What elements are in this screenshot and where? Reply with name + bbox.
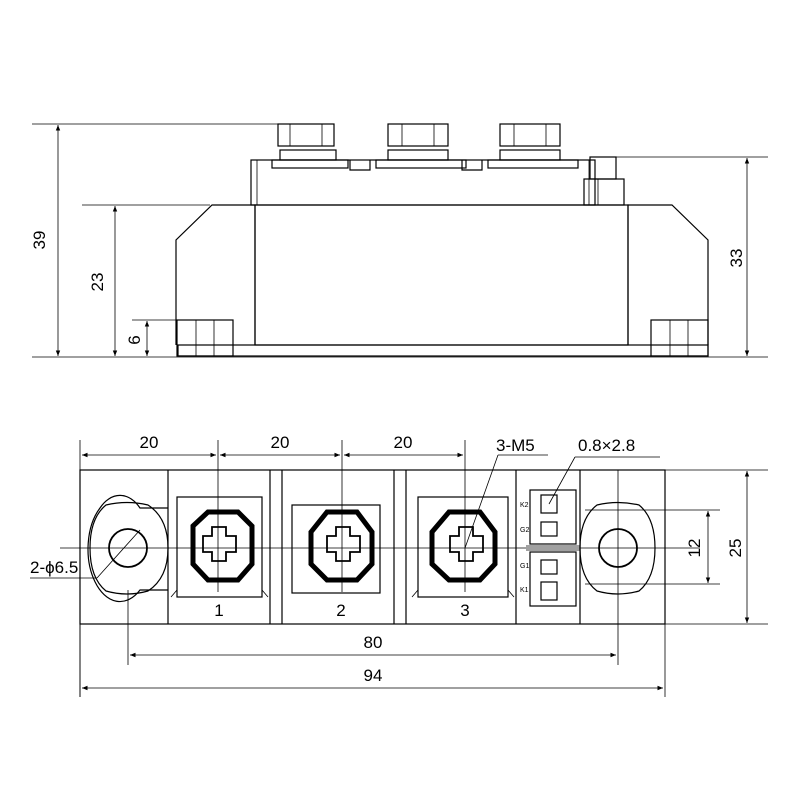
- dim-label-6: 6: [125, 335, 144, 344]
- base-plate: [177, 344, 709, 357]
- pin-k2-label: K2: [520, 502, 529, 509]
- terminal-3: [411, 470, 515, 598]
- side-screw-1: [271, 123, 349, 169]
- dim-label-pitch-3: 20: [394, 433, 413, 452]
- pin-k1-label: K1: [520, 587, 529, 594]
- terminal-3-label: 3: [460, 601, 469, 620]
- dim-label-pitch-2: 20: [271, 433, 290, 452]
- terminal-2: [291, 470, 381, 594]
- dim-label-94: 94: [364, 666, 383, 685]
- dim-label-pitch-1: 20: [140, 433, 159, 452]
- phillips-cross-icon: [326, 526, 361, 562]
- terminal-1-label: 1: [214, 601, 223, 620]
- dim-label-12: 12: [685, 539, 704, 558]
- dim-label-33: 33: [727, 249, 746, 268]
- pin-g2-label: G2: [520, 527, 529, 534]
- dim-label-39: 39: [30, 231, 49, 250]
- gate-connector-block: K2 G2 G1 K1: [520, 489, 580, 607]
- side-screw-2: [375, 123, 467, 169]
- pin-g1-label: G1: [520, 563, 529, 570]
- right-mount-block: [627, 204, 709, 345]
- left-mount-lug: [87, 494, 169, 603]
- terminal-1: [170, 470, 269, 598]
- top-housing: [250, 159, 596, 206]
- top-view: 20 20 20: [30, 433, 768, 697]
- phillips-cross-icon: [202, 526, 237, 562]
- dim-label-23: 23: [88, 273, 107, 292]
- module-body: [254, 204, 629, 346]
- phillips-cross-icon: [449, 526, 484, 562]
- left-mount-block: [175, 204, 256, 345]
- tab-size-callout: 0.8×2.8: [578, 436, 635, 455]
- side-gate-connector: [583, 156, 625, 206]
- thread-callout: 3-M5: [496, 436, 535, 455]
- dim-label-25: 25: [726, 539, 745, 558]
- terminal-2-label: 2: [336, 601, 345, 620]
- side-screw-3: [487, 123, 579, 169]
- dim-label-80: 80: [364, 633, 383, 652]
- side-view: 39 23 6 33: [30, 123, 768, 358]
- top-outline: [79, 469, 666, 625]
- hole-callout: 2-ϕ6.5: [30, 558, 78, 577]
